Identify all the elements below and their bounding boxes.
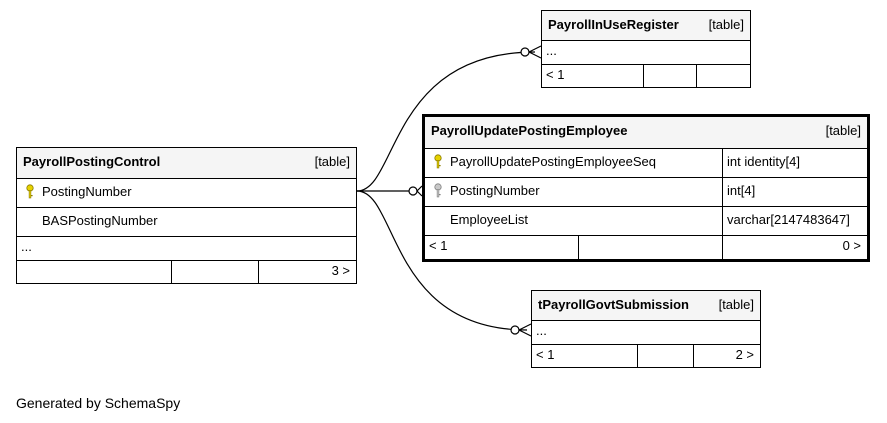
- table-footer: < 1: [542, 64, 750, 87]
- column-type: int identity[4]: [722, 149, 867, 177]
- table-footer: < 1 2 >: [532, 344, 760, 367]
- column-ellipsis: ...: [17, 236, 356, 260]
- relation-control-to-inuse: [356, 51, 536, 192]
- table-header: PayrollInUseRegister [table]: [542, 11, 750, 40]
- footer-middle: [171, 261, 258, 283]
- column-row: PostingNumber int[4]: [425, 177, 867, 206]
- footer-middle: [643, 65, 696, 87]
- foreign-key-icon: [434, 183, 442, 198]
- table-payroll-update-posting-employee[interactable]: PayrollUpdatePostingEmployee [table] Pay…: [422, 114, 870, 262]
- column-row: PostingNumber: [17, 178, 356, 207]
- relation-control-to-govt: [356, 190, 528, 331]
- crowfoot-inuse: [520, 45, 542, 59]
- column-name: PostingNumber: [42, 184, 132, 199]
- column-row: PayrollUpdatePostingEmployeeSeq int iden…: [425, 148, 867, 177]
- crowfoot-update: [408, 185, 423, 197]
- table-header: tPayrollGovtSubmission [table]: [532, 291, 760, 320]
- footer-children: 2 >: [693, 345, 760, 367]
- column-name: EmployeeList: [450, 212, 529, 227]
- column-name: PostingNumber: [450, 183, 540, 198]
- table-footer: 3 >: [17, 260, 356, 283]
- table-name: tPayrollGovtSubmission: [538, 297, 689, 312]
- column-ellipsis: ...: [542, 40, 750, 64]
- crowfoot-govt: [510, 323, 532, 337]
- footer-middle: [578, 236, 722, 259]
- table-type: [table]: [708, 17, 744, 32]
- table-name: PayrollPostingControl: [23, 154, 161, 169]
- table-type: [table]: [314, 154, 350, 169]
- footer-parents: < 1: [429, 238, 448, 253]
- footer-middle: [637, 345, 693, 367]
- table-header: PayrollPostingControl [table]: [17, 148, 356, 178]
- table-payroll-in-use-register[interactable]: PayrollInUseRegister [table] ... < 1: [541, 10, 751, 88]
- footer-children: 0 >: [722, 236, 867, 259]
- column-ellipsis: ...: [532, 320, 760, 344]
- table-type: [table]: [718, 297, 754, 312]
- table-name: PayrollInUseRegister: [548, 17, 679, 32]
- primary-key-icon: [26, 184, 34, 199]
- column-name: BASPostingNumber: [42, 213, 158, 228]
- table-footer: < 1 0 >: [425, 235, 867, 259]
- table-type: [table]: [825, 123, 861, 138]
- table-header: PayrollUpdatePostingEmployee [table]: [425, 117, 867, 148]
- footer-children: [696, 65, 750, 87]
- column-type: varchar[2147483647]: [722, 207, 867, 235]
- footer-parents: [17, 261, 171, 283]
- table-payroll-posting-control[interactable]: PayrollPostingControl [table] PostingNum…: [16, 147, 357, 284]
- column-type: int[4]: [722, 178, 867, 206]
- column-name: PayrollUpdatePostingEmployeeSeq: [450, 154, 656, 169]
- table-t-payroll-govt-submission[interactable]: tPayrollGovtSubmission [table] ... < 1 2…: [531, 290, 761, 368]
- footer-parents: < 1: [536, 347, 555, 362]
- generated-by-credit: Generated by SchemaSpy: [16, 395, 181, 411]
- column-row: EmployeeList varchar[2147483647]: [425, 206, 867, 235]
- column-row: BASPostingNumber: [17, 207, 356, 236]
- footer-children: 3 >: [258, 261, 356, 283]
- table-name: PayrollUpdatePostingEmployee: [431, 123, 628, 138]
- primary-key-icon: [434, 154, 442, 169]
- footer-parents: < 1: [546, 67, 565, 82]
